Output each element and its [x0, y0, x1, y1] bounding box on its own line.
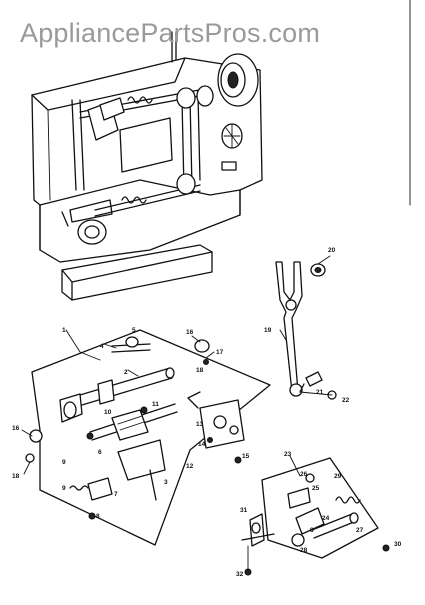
callout-17: 17: [216, 349, 224, 356]
callout-13: 13: [196, 421, 204, 428]
callout-16: 16: [186, 329, 194, 336]
callout-18: 18: [196, 367, 204, 374]
callout-21: 21: [316, 389, 324, 396]
callout-25: 25: [312, 485, 320, 492]
callout-28: 28: [300, 547, 308, 554]
callout-7: 7: [114, 491, 118, 498]
callout-31: 31: [240, 507, 248, 514]
callout-4: 4: [100, 343, 104, 350]
callout-8: 8: [96, 513, 100, 520]
watermark-text: AppliancePartsPros.com: [20, 18, 321, 48]
callout-32: 32: [236, 571, 244, 578]
bottom-right-assembly: [241, 457, 390, 576]
callout-3: 3: [164, 479, 168, 486]
callout-18b: 18: [12, 473, 20, 480]
callout-11: 11: [152, 401, 159, 408]
center-assembly: [25, 329, 271, 546]
callout-8b: 8: [310, 527, 314, 534]
callout-23: 23: [284, 451, 292, 458]
callout-labels: 1 2 3 4 5 6 7 8 9 10 11 12 13 14 15 16 1…: [12, 247, 402, 578]
callout-30: 30: [394, 541, 402, 548]
callout-9b: 9: [62, 459, 66, 466]
sewing-machine-outline: [31, 31, 263, 301]
callout-15: 15: [242, 453, 250, 460]
callout-29: 29: [334, 473, 342, 480]
callout-10: 10: [104, 409, 112, 416]
callout-1: 1: [62, 327, 66, 334]
callout-2: 2: [124, 369, 128, 376]
callout-9: 9: [62, 485, 66, 492]
callout-16b: 16: [12, 425, 20, 432]
callout-27: 27: [356, 527, 364, 534]
callout-5: 5: [132, 327, 136, 334]
lever-assembly: [275, 261, 337, 400]
callout-22: 22: [342, 397, 350, 404]
callout-24: 24: [322, 515, 330, 522]
callout-6: 6: [98, 449, 102, 456]
callout-19: 19: [264, 327, 272, 334]
callout-14: 14: [198, 441, 206, 448]
callout-20: 20: [328, 247, 336, 254]
callout-26: 26: [300, 471, 308, 478]
leader-lines: [21, 255, 331, 477]
callout-12: 12: [186, 463, 194, 470]
